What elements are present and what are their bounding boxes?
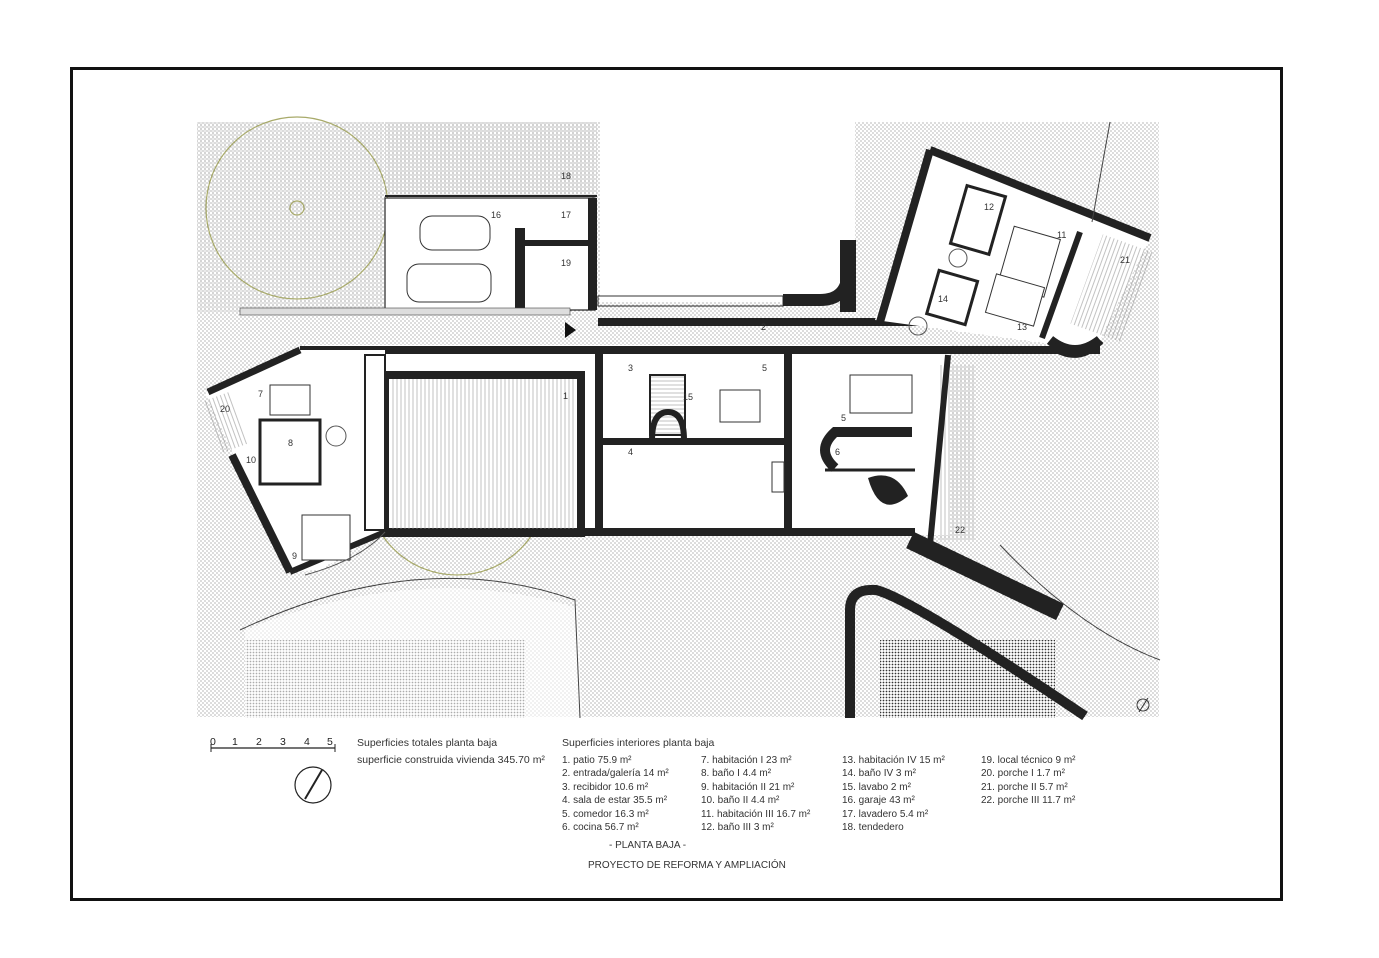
driveway-walls bbox=[239, 531, 1161, 721]
list-item: 20. porche I 1.7 m² bbox=[981, 768, 1065, 780]
room-label: 21 bbox=[1120, 255, 1130, 265]
room-label: 9 bbox=[292, 551, 297, 561]
room-label: 5 bbox=[841, 413, 846, 423]
room-label: 5 bbox=[762, 363, 767, 373]
plan-level-title: - PLANTA BAJA - bbox=[609, 840, 687, 851]
list-item: 7. habitación I 23 m² bbox=[701, 755, 792, 766]
list-item: 13. habitación IV 15 m² bbox=[842, 755, 945, 766]
main-house bbox=[300, 337, 1104, 546]
west-wing bbox=[202, 346, 387, 576]
garage bbox=[384, 122, 597, 311]
plan-north-arrow bbox=[1136, 697, 1150, 713]
scale-tick: 3 bbox=[280, 736, 286, 748]
project-title: PROYECTO DE REFORMA Y AMPLIACIÓN bbox=[588, 860, 786, 871]
list-item: 4. sala de estar 35.5 m² bbox=[562, 795, 668, 807]
scale-bar bbox=[210, 744, 336, 752]
list-item: 10. baño II 4.4 m² bbox=[701, 795, 780, 807]
list-item: 1. patio 75.9 m² bbox=[562, 755, 632, 766]
list-item: 3. recibidor 10.6 m² bbox=[562, 781, 649, 793]
room-label: 8 bbox=[288, 438, 293, 448]
list-item: 17. lavadero 5.4 m² bbox=[842, 808, 929, 820]
list-item: 14. baño IV 3 m² bbox=[842, 768, 916, 780]
room-label: 10 bbox=[246, 455, 256, 465]
list-item: 9. habitación II 21 m² bbox=[701, 781, 795, 793]
room-label: 17 bbox=[561, 210, 571, 220]
room-label: 12 bbox=[984, 202, 994, 212]
list-item: 2. entrada/galería 14 m² bbox=[562, 768, 669, 780]
room-labels: 1 2 3 4 5 5 6 7 8 9 10 11 12 13 14 15 16… bbox=[220, 171, 1130, 561]
scale-tick: 2 bbox=[256, 736, 262, 748]
list-item: 19. local técnico 9 m² bbox=[981, 755, 1076, 766]
scale-tick: 0 bbox=[210, 736, 216, 748]
room-label: 7 bbox=[258, 389, 263, 399]
north-arrow-icon bbox=[294, 766, 332, 804]
scale-tick: 4 bbox=[304, 736, 310, 748]
list-item: 22. porche III 11.7 m² bbox=[981, 795, 1076, 807]
list-item: 5. comedor 16.3 m² bbox=[562, 808, 649, 820]
scale-tick: 5 bbox=[327, 736, 333, 748]
built-area: superficie construida vivienda 345.70 m² bbox=[357, 754, 545, 766]
list-item: 12. baño III 3 m² bbox=[701, 821, 774, 833]
room-label: 14 bbox=[938, 294, 948, 304]
area-list-col-4: 19. local técnico 9 m² 20. porche I 1.7 … bbox=[981, 754, 1076, 808]
room-label: 13 bbox=[1017, 322, 1027, 332]
room-label: 22 bbox=[955, 525, 965, 535]
room-label: 20 bbox=[220, 404, 230, 414]
room-label: 4 bbox=[628, 447, 633, 457]
drawing-frame bbox=[70, 67, 1283, 901]
interior-heading: Superficies interiores planta baja bbox=[562, 737, 715, 749]
room-label: 19 bbox=[561, 258, 571, 268]
room-label: 3 bbox=[628, 363, 633, 373]
room-label: 11 bbox=[1057, 230, 1066, 240]
list-item: 8. baño I 4.4 m² bbox=[701, 768, 772, 780]
room-label: 18 bbox=[561, 171, 571, 181]
list-item: 21. porche II 5.7 m² bbox=[981, 781, 1068, 793]
room-label: 1 bbox=[563, 391, 568, 401]
list-item: 11. habitación III 16.7 m² bbox=[701, 808, 811, 820]
area-list-col-1: 1. patio 75.9 m² 2. entrada/galería 14 m… bbox=[562, 754, 669, 834]
scale-tick: 1 bbox=[232, 736, 238, 748]
list-item: 16. garaje 43 m² bbox=[842, 795, 915, 807]
room-label: 16 bbox=[491, 210, 501, 220]
room-label: 15 bbox=[683, 392, 693, 402]
room-label: 6 bbox=[835, 447, 840, 457]
list-item: 15. lavabo 2 m² bbox=[842, 781, 911, 793]
area-list-col-3: 13. habitación IV 15 m² 14. baño IV 3 m²… bbox=[842, 754, 945, 834]
totals-heading: Superficies totales planta baja bbox=[357, 737, 498, 749]
gallery bbox=[239, 240, 958, 338]
east-wing bbox=[875, 121, 1155, 355]
room-label: 2 bbox=[761, 322, 766, 332]
area-list-col-2: 7. habitación I 23 m² 8. baño I 4.4 m² 9… bbox=[701, 754, 810, 834]
list-item: 6. cocina 56.7 m² bbox=[562, 821, 639, 833]
list-item: 18. tendedero bbox=[842, 821, 904, 833]
